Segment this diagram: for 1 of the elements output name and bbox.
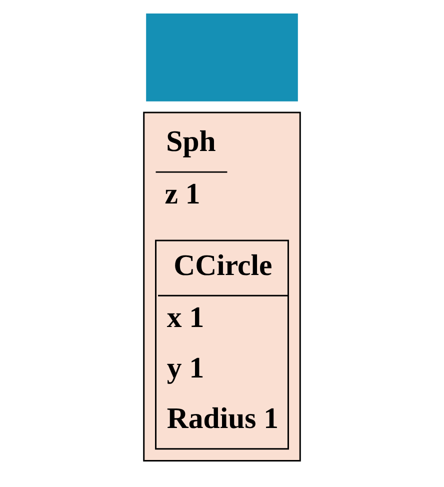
node-bar bbox=[146, 14, 298, 102]
